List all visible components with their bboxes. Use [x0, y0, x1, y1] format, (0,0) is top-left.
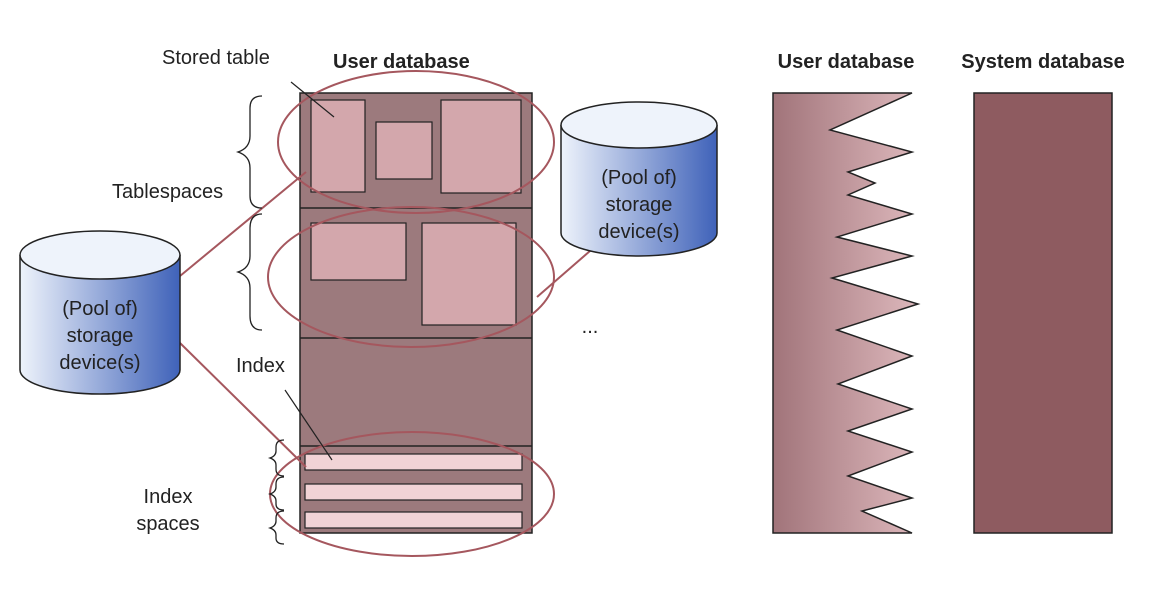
cylinder-icon: (Pool of) storage device(s) — [560, 101, 718, 257]
cylinder-body — [560, 125, 718, 257]
stored-table — [440, 99, 522, 194]
index-spaces-label: Index — [144, 486, 193, 508]
index-bar — [304, 511, 523, 529]
tablespace-highlight-ellipse — [267, 206, 555, 348]
index-space-brace — [267, 439, 285, 477]
stored-table — [310, 99, 366, 193]
cylinder-label-line: (Pool of) — [601, 167, 677, 189]
connector-line — [179, 171, 307, 277]
index-pointer — [284, 389, 333, 461]
tablespace-brace — [235, 213, 263, 331]
user-database-growth-shape — [772, 92, 921, 534]
user-database-title-right: User database — [778, 51, 915, 73]
index-bar — [304, 483, 523, 501]
cylinder-label-line: storage — [67, 325, 134, 347]
index-bar — [304, 453, 523, 471]
stored-table-label: Stored table — [162, 47, 270, 69]
user-database-title: User database — [333, 51, 470, 73]
index-space-brace — [267, 510, 285, 545]
cylinder-label-line: storage — [606, 194, 673, 216]
stored-table — [421, 222, 517, 326]
connector-line — [179, 342, 307, 468]
tablespace-brace — [235, 95, 263, 209]
index-label: Index — [236, 355, 285, 377]
cylinder-body — [19, 255, 181, 395]
ellipsis: ... — [582, 316, 599, 338]
tablespaces-label: Tablespaces — [112, 181, 223, 203]
cylinder-label-line: (Pool of) — [62, 298, 138, 320]
index-spaces-label: spaces — [136, 513, 199, 535]
stored-table-pointer — [290, 81, 335, 118]
cylinder-label-line: device(s) — [59, 352, 140, 374]
system-database-block — [973, 92, 1113, 534]
user-database-block — [267, 70, 555, 557]
stored-table — [310, 222, 407, 281]
system-database-title: System database — [961, 51, 1124, 73]
stored-table — [375, 121, 433, 180]
tablespace-highlight-ellipse — [277, 70, 555, 214]
index-space-brace — [267, 476, 285, 511]
cylinder-top — [560, 101, 718, 149]
cylinder-label-line: device(s) — [598, 221, 679, 243]
connector-line — [536, 243, 599, 298]
cylinder-top — [19, 230, 181, 280]
cylinder-icon: (Pool of) storage device(s) — [19, 230, 181, 395]
